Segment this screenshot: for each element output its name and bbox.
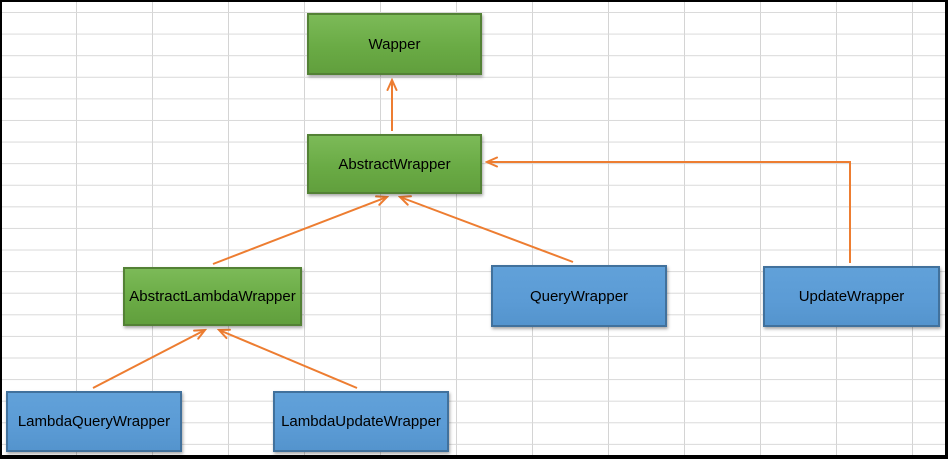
node-lambda-update-wrapper-label: LambdaUpdateWrapper [281, 413, 441, 430]
node-lambda-update-wrapper[interactable]: LambdaUpdateWrapper [273, 391, 449, 452]
edge-lambdaupdatewrapper-to-abstractlambdawrapper[interactable] [219, 330, 358, 389]
node-lambda-query-wrapper[interactable]: LambdaQueryWrapper [6, 391, 182, 452]
node-abstract-lambda-wrapper[interactable]: AbstractLambdaWrapper [123, 267, 302, 326]
node-abstract-lambda-wrapper-label: AbstractLambdaWrapper [129, 288, 296, 305]
node-update-wrapper[interactable]: UpdateWrapper [763, 266, 940, 327]
node-abstract-wrapper[interactable]: AbstractWrapper [307, 134, 482, 194]
node-abstract-wrapper-label: AbstractWrapper [338, 155, 451, 173]
edge-lambdaquerywrapper-to-abstractlambdawrapper[interactable] [92, 330, 205, 389]
node-lambda-query-wrapper-label: LambdaQueryWrapper [17, 413, 171, 430]
node-query-wrapper[interactable]: QueryWrapper [491, 265, 667, 327]
edge-updatewrapper-to-abstractwrapper[interactable] [487, 162, 851, 263]
node-wapper[interactable]: Wapper [307, 13, 482, 75]
node-wapper-label: Wapper [368, 35, 421, 53]
node-update-wrapper-label: UpdateWrapper [798, 288, 905, 305]
edge-querywrapper-to-abstractwrapper[interactable] [400, 197, 574, 263]
node-query-wrapper-label: QueryWrapper [529, 287, 629, 305]
edge-abstractlambdawrapper-to-abstractwrapper[interactable] [212, 197, 387, 265]
